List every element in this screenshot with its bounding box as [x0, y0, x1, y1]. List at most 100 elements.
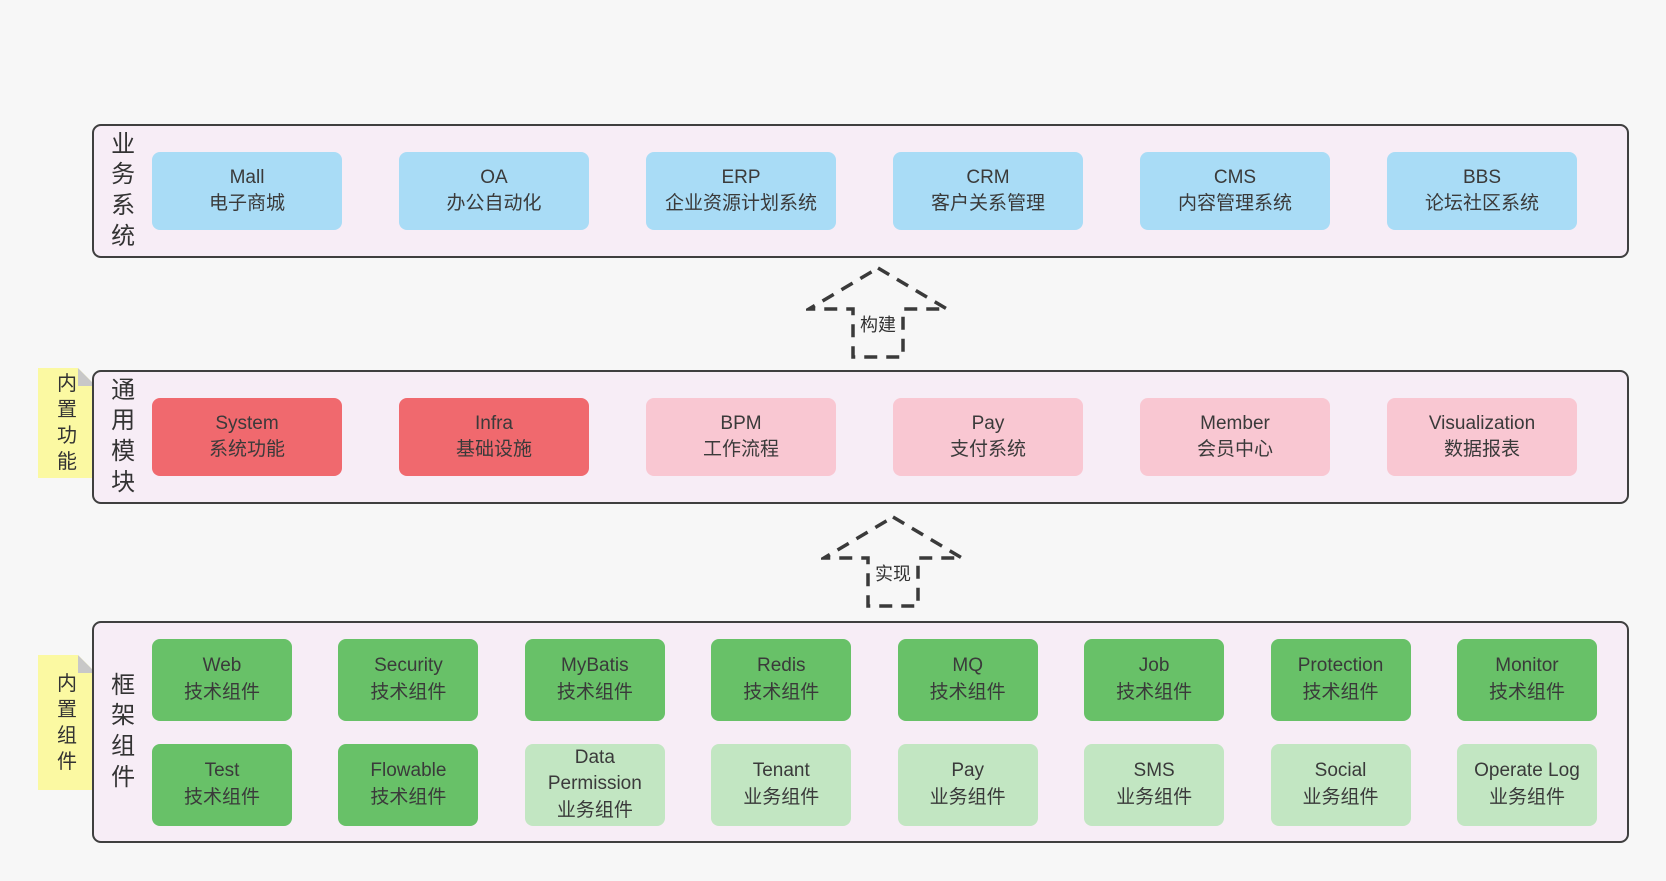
box-title: Security: [374, 655, 443, 677]
box-subtitle: 基础设施: [455, 439, 532, 460]
layer-modules-label-text: 通用模块: [111, 376, 136, 496]
box-subtitle: 业务组件: [929, 786, 1006, 808]
box-subtitle: 电子商城: [208, 193, 285, 214]
layer-business-systems: 业务系统 Mall 电子商城 OA 办公自动化 ERP 企业资源计划系统 CRM…: [92, 124, 1629, 258]
sticky-note-builtin-features: 内置功能: [38, 368, 96, 478]
box-title: OA: [480, 166, 508, 188]
box-oa: OA 办公自动化: [399, 152, 589, 230]
box-title: Infra: [474, 412, 514, 434]
box-subtitle: 业务组件: [1302, 786, 1379, 808]
components-box-grid: Web 技术组件 Security 技术组件 MyBatis 技术组件 Redi…: [152, 623, 1597, 841]
box-subtitle: 技术组件: [1488, 681, 1565, 703]
box-title: Data Permission: [547, 747, 642, 795]
box-subtitle: 技术组件: [556, 681, 633, 703]
box-redis: Redis 技术组件: [711, 638, 852, 721]
box-title: Pay: [971, 412, 1005, 434]
components-row-2: Test 技术组件 Flowable 技术组件 Data Permission …: [152, 743, 1597, 826]
box-mall: Mall 电子商城: [152, 152, 342, 230]
box-subtitle: 技术组件: [1116, 681, 1193, 703]
box-title: Redis: [756, 655, 806, 677]
box-pay-system: Pay 支付系统: [893, 398, 1083, 476]
box-infra: Infra 基础设施: [399, 398, 589, 476]
box-protection: Protection 技术组件: [1270, 638, 1411, 721]
box-data-permission: Data Permission 业务组件: [524, 743, 665, 826]
box-erp: ERP 企业资源计划系统: [646, 152, 836, 230]
sticky-note-text: 内置组件: [57, 672, 77, 773]
components-row-1: Web 技术组件 Security 技术组件 MyBatis 技术组件 Redi…: [152, 638, 1597, 721]
box-subtitle: 业务组件: [556, 799, 633, 821]
box-subtitle: 技术组件: [183, 786, 260, 808]
box-test: Test 技术组件: [152, 743, 292, 826]
layer-business-label-text: 业务系统: [111, 130, 136, 250]
box-title: Operate Log: [1474, 760, 1580, 782]
box-title: SMS: [1133, 760, 1175, 782]
box-title: Test: [204, 760, 240, 782]
box-subtitle: 客户关系管理: [930, 193, 1045, 214]
box-subtitle: 业务组件: [1116, 786, 1193, 808]
box-subtitle: 业务组件: [1488, 786, 1565, 808]
box-system: System 系统功能: [152, 398, 342, 476]
box-title: Monitor: [1495, 655, 1559, 677]
box-title: MQ: [952, 655, 983, 677]
box-title: CRM: [966, 166, 1010, 188]
sticky-note-builtin-components: 内置组件: [38, 655, 96, 790]
layer-components-label: 框架组件: [109, 623, 137, 841]
box-title: Member: [1200, 412, 1270, 434]
box-crm: CRM 客户关系管理: [893, 152, 1083, 230]
box-bbs: BBS 论坛社区系统: [1387, 152, 1577, 230]
box-subtitle: 技术组件: [929, 681, 1006, 703]
box-title: Mall: [229, 166, 265, 188]
box-social: Social 业务组件: [1270, 743, 1411, 826]
box-subtitle: 技术组件: [370, 681, 447, 703]
box-title: Pay: [951, 760, 985, 782]
box-subtitle: 办公自动化: [446, 193, 542, 214]
arrow-implement-up: 实现: [821, 514, 965, 610]
layer-components-label-text: 框架组件: [111, 671, 136, 791]
box-pay-component: Pay 业务组件: [897, 743, 1038, 826]
box-title: System: [215, 412, 279, 434]
box-subtitle: 内容管理系统: [1177, 193, 1292, 214]
box-operate-log: Operate Log 业务组件: [1456, 743, 1597, 826]
arrow-implement-label: 实现: [874, 560, 912, 586]
box-flowable: Flowable 技术组件: [338, 743, 479, 826]
box-web: Web 技术组件: [152, 638, 292, 721]
box-security: Security 技术组件: [338, 638, 479, 721]
box-subtitle: 技术组件: [183, 681, 260, 703]
box-subtitle: 工作流程: [702, 439, 779, 460]
arrow-build-up: 构建: [806, 265, 950, 361]
box-title: ERP: [721, 166, 761, 188]
box-sms: SMS 业务组件: [1084, 743, 1225, 826]
layer-business-label: 业务系统: [109, 126, 137, 256]
layer-framework-components: 框架组件 Web 技术组件 Security 技术组件 MyBatis 技术组件…: [92, 621, 1629, 843]
box-mybatis: MyBatis 技术组件: [524, 638, 665, 721]
box-subtitle: 会员中心: [1196, 439, 1273, 460]
layer-common-modules: 通用模块 System 系统功能 Infra 基础设施 BPM 工作流程 Pay…: [92, 370, 1629, 504]
sticky-note-text: 内置功能: [57, 373, 77, 473]
box-title: Flowable: [370, 760, 447, 782]
box-visualization: Visualization 数据报表: [1387, 398, 1577, 476]
layer-modules-label: 通用模块: [109, 372, 137, 502]
modules-box-row: System 系统功能 Infra 基础设施 BPM 工作流程 Pay 支付系统…: [152, 372, 1577, 502]
box-subtitle: 技术组件: [1302, 681, 1379, 703]
box-subtitle: 论坛社区系统: [1424, 193, 1539, 214]
box-title: Job: [1138, 655, 1170, 677]
box-tenant: Tenant 业务组件: [711, 743, 852, 826]
box-job: Job 技术组件: [1084, 638, 1225, 721]
box-title: Protection: [1297, 655, 1384, 677]
arrow-build-label: 构建: [859, 311, 897, 337]
box-subtitle: 技术组件: [370, 786, 447, 808]
box-monitor: Monitor 技术组件: [1456, 638, 1597, 721]
box-subtitle: 业务组件: [743, 786, 820, 808]
box-subtitle: 数据报表: [1443, 439, 1520, 460]
box-subtitle: 技术组件: [743, 681, 820, 703]
box-subtitle: 支付系统: [949, 439, 1026, 460]
box-title: BPM: [720, 412, 762, 434]
box-title: CMS: [1213, 166, 1257, 188]
box-mq: MQ 技术组件: [897, 638, 1038, 721]
box-title: Tenant: [752, 760, 810, 782]
box-title: BBS: [1462, 166, 1502, 188]
box-title: Social: [1314, 760, 1367, 782]
box-title: Web: [202, 655, 242, 677]
business-box-row: Mall 电子商城 OA 办公自动化 ERP 企业资源计划系统 CRM 客户关系…: [152, 126, 1577, 256]
